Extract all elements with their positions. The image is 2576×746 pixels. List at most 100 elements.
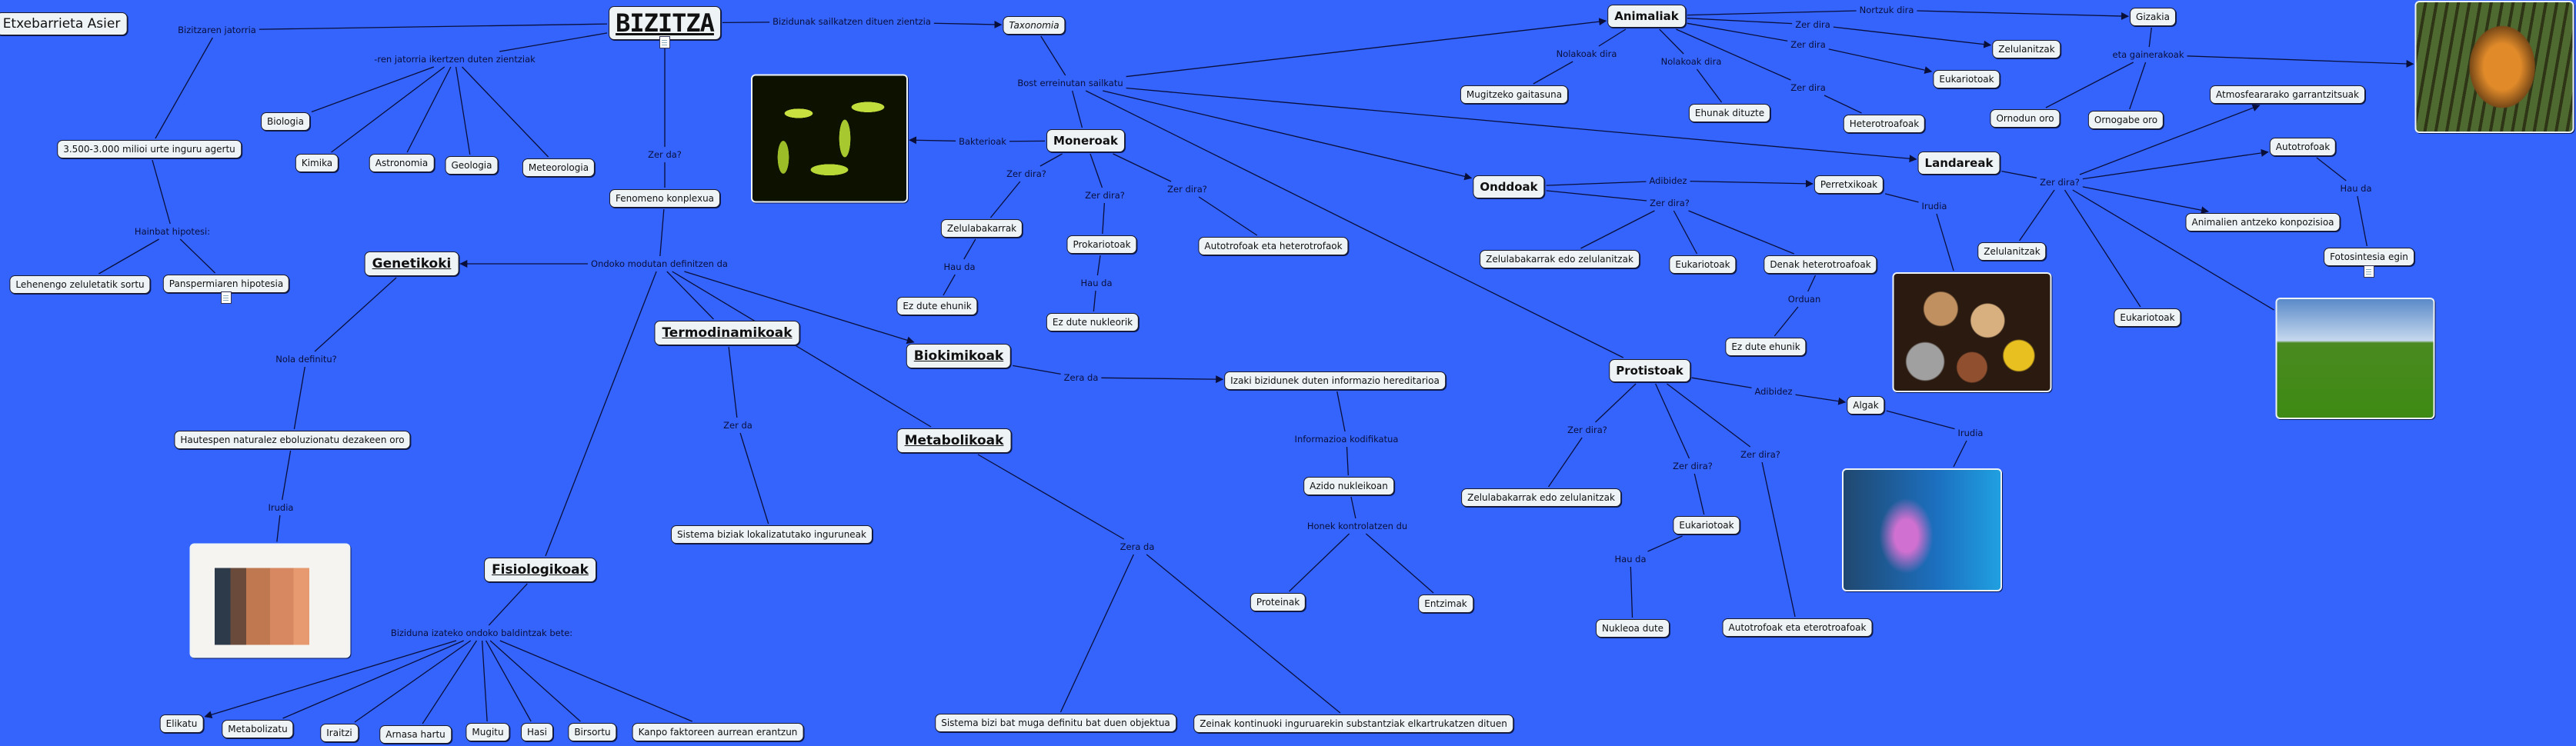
concept-birsortu[interactable]: Birsortu (568, 723, 617, 741)
concept-perretxikoak[interactable]: Perretxikoak (1814, 175, 1884, 194)
link-label-zeraDaB[interactable]: Zera da (1062, 371, 1100, 384)
link-label-irudiaP[interactable]: Irudia (1956, 427, 1985, 439)
concept-taxonomia[interactable]: Taxonomia (1003, 16, 1066, 35)
link-label-jatorria[interactable]: Bizitzaren jatorria (176, 24, 258, 36)
concept-onddoak[interactable]: Onddoak (1473, 175, 1545, 198)
link-label-bost[interactable]: Bost erreinutan sailkatu (1016, 77, 1125, 89)
concept-mugitu[interactable]: Mugitu (465, 723, 510, 741)
concept-algak[interactable]: Algak (1847, 396, 1885, 415)
link-label-honek[interactable]: Honek kontrolatzen du (1305, 520, 1410, 532)
link-label-zdP1[interactable]: Zer dira? (1566, 424, 1609, 436)
concept-protistoak[interactable]: Protistoak (1609, 359, 1690, 382)
concept-kimika[interactable]: Kimika (295, 154, 339, 172)
concept-proteinak[interactable]: Proteinak (1250, 593, 1306, 611)
link-label-zdM1[interactable]: Zer dira? (1005, 168, 1048, 180)
concept-hasi[interactable]: Hasi (521, 723, 553, 741)
coral-reef-image[interactable] (1842, 468, 2002, 591)
concept-autotrofoakHM[interactable]: Autotrofoak eta heterotrofaok (1198, 237, 1349, 255)
link-label-bizidunak[interactable]: Bizidunak sailkatzen dituen zientzia (771, 15, 933, 28)
concept-ornogabe[interactable]: Ornogabe oro (2087, 111, 2164, 129)
concept-meteorologia[interactable]: Meteorologia (522, 158, 596, 177)
link-label-hainbat[interactable]: Hainbat hipotesi: (132, 225, 212, 238)
concept-termodinamikoak[interactable]: Termodinamikoak (654, 321, 800, 345)
link-label-irudiaE[interactable]: Irudia (266, 501, 295, 514)
concept-ezDuteEhunikM[interactable]: Ez dute ehunik (896, 297, 978, 315)
concept-animalien[interactable]: Animalien antzeko konpozisioa (2185, 213, 2341, 231)
concept-azido[interactable]: Azido nukleikoan (1303, 477, 1394, 495)
concept-metabolikoak[interactable]: Metabolikoak (896, 428, 1012, 453)
concept-zelulabakarrakO[interactable]: Zelulabakarrak edo zelulanitzak (1480, 250, 1640, 268)
link-label-nortzuk[interactable]: Nortzuk dira (1857, 4, 1916, 16)
link-label-hauDaP[interactable]: Hau da (1613, 553, 1648, 565)
concept-autotrofoakEP[interactable]: Autotrofoak eta eterotroafoak (1722, 618, 1873, 637)
concept-zelulanitzakA[interactable]: Zelulanitzak (1992, 40, 2061, 58)
concept-lehenengo[interactable]: Lehenengo zeluletatik sortu (9, 275, 151, 294)
concept-animaliak[interactable]: Animaliak (1607, 5, 1686, 28)
link-label-eta[interactable]: eta gainerakoak (2111, 48, 2186, 61)
link-label-zdP3[interactable]: Zer dira? (1739, 448, 1782, 461)
concept-eukariotoakP[interactable]: Eukariotoak (1673, 516, 1740, 535)
concept-zelulabakarrakM[interactable]: Zelulabakarrak (940, 219, 1023, 238)
concept-prokariotoak[interactable]: Prokariotoak (1066, 235, 1137, 254)
concept-sistemaBiziak[interactable]: Sistema biziak lokalizatutako inguruneak (671, 525, 873, 544)
attached-resource-icon[interactable] (221, 291, 232, 304)
link-label-nol2[interactable]: Nolakoak dira (1659, 55, 1723, 68)
concept-ezDuteNukleorik[interactable]: Ez dute nukleorik (1046, 313, 1140, 331)
link-label-nol1[interactable]: Nolakoak dira (1554, 48, 1619, 60)
concept-autotrofoakL[interactable]: Autotrofoak (2269, 138, 2337, 156)
concept-sistemaBizi[interactable]: Sistema bizi bat muga definitu bat duen … (935, 714, 1176, 732)
concept-hautespen[interactable]: Hautespen naturalez eboluzionatu dezakee… (174, 431, 411, 449)
concept-nukleoa[interactable]: Nukleoa dute (1595, 619, 1670, 638)
link-label-hauDaL[interactable]: Hau da (2338, 182, 2374, 195)
concept-arnasa[interactable]: Arnasa hartu (379, 725, 452, 744)
concept-landareak[interactable]: Landareak (1917, 152, 2000, 175)
link-label-ondoko[interactable]: Ondoko modutan definitzen da (589, 258, 729, 270)
link-label-zdA2[interactable]: Zer dira (1789, 38, 1827, 51)
link-label-zerDaT[interactable]: Zer da (722, 419, 754, 431)
link-label-zdM3[interactable]: Zer dira? (1166, 183, 1209, 195)
link-label-zeraDaM[interactable]: Zera da (1118, 541, 1156, 553)
link-label-zdM2[interactable]: Zer dira? (1083, 189, 1126, 201)
link-label-info[interactable]: Informazioa kodifikatua (1293, 433, 1400, 445)
concept-ornodun[interactable]: Ornodun oro (1990, 109, 2060, 128)
concept-zelulanitzakL[interactable]: Zelulanitzak (1977, 242, 2047, 261)
concept-entzimak[interactable]: Entzimak (1418, 594, 1473, 613)
concept-ezDuteEhunikO[interactable]: Ez dute ehunik (1725, 338, 1807, 356)
concept-mugitzeko[interactable]: Mugitzeko gaitasuna (1460, 85, 1569, 104)
concept-heterotroafoakA[interactable]: Heterotroafoak (1843, 115, 1926, 133)
concept-fenomeno[interactable]: Fenomeno konplexua (609, 189, 721, 208)
link-label-orduan[interactable]: Orduan (1786, 293, 1823, 305)
tiger-image[interactable] (2414, 1, 2574, 133)
link-label-adibidezP[interactable]: Adibidez (1753, 385, 1794, 398)
link-label-biziduna[interactable]: Biziduna izateko ondoko baldintzak bete: (389, 627, 575, 639)
concept-panspermia[interactable]: Panspermiaren hipotesia (162, 275, 290, 293)
link-label-adibidezO[interactable]: Adibidez (1647, 175, 1689, 187)
link-label-zdP2[interactable]: Zer dira? (1671, 460, 1714, 472)
concept-zeinak[interactable]: Zeinak kontinuoki inguruarekin substantz… (1193, 714, 1513, 733)
concept-izaki[interactable]: Izaki bizidunek duten informazio heredit… (1224, 371, 1446, 390)
concept-geologia[interactable]: Geologia (445, 156, 499, 175)
concept-n3500[interactable]: 3.500-3.000 milioi urte inguru agertu (57, 140, 242, 158)
concept-zelulabakarrakP[interactable]: Zelulabakarrak edo zelulanitzak (1461, 488, 1621, 507)
link-label-zdA3[interactable]: Zer dira (1789, 82, 1827, 94)
concept-metabolizatu[interactable]: Metabolizatu (222, 720, 294, 738)
bacteria-image[interactable] (751, 74, 908, 203)
link-label-zdO[interactable]: Zer dira? (1648, 197, 1691, 209)
concept-astronomia[interactable]: Astronomia (369, 154, 435, 172)
link-label-zerDa[interactable]: Zer da? (646, 148, 683, 161)
concept-fotosintesia[interactable]: Fotosintesia egin (2324, 248, 2414, 266)
concept-fisiologikoak[interactable]: Fisiologikoak (484, 558, 596, 582)
concept-eukariotoakO[interactable]: Eukariotoak (1669, 255, 1737, 274)
link-label-hauDaM1[interactable]: Hau da (942, 261, 977, 273)
concept-ehunak[interactable]: Ehunak dituzte (1688, 104, 1771, 122)
link-label-hauDaM2[interactable]: Hau da (1079, 277, 1114, 289)
attached-resource-icon[interactable] (659, 36, 670, 48)
link-label-bakterioak[interactable]: Bakterioak (957, 135, 1008, 148)
attached-resource-icon[interactable] (2364, 265, 2374, 278)
concept-atmosfera[interactable]: Atmosfeararako garrantzitsuak (2210, 85, 2365, 104)
concept-biokimikoak[interactable]: Biokimikoak (906, 344, 1012, 368)
concept-moneroak[interactable]: Moneroak (1046, 129, 1125, 152)
concept-biologia[interactable]: Biologia (261, 112, 310, 131)
green-field-image[interactable] (2275, 298, 2435, 419)
mushrooms-image[interactable] (1892, 272, 2052, 392)
